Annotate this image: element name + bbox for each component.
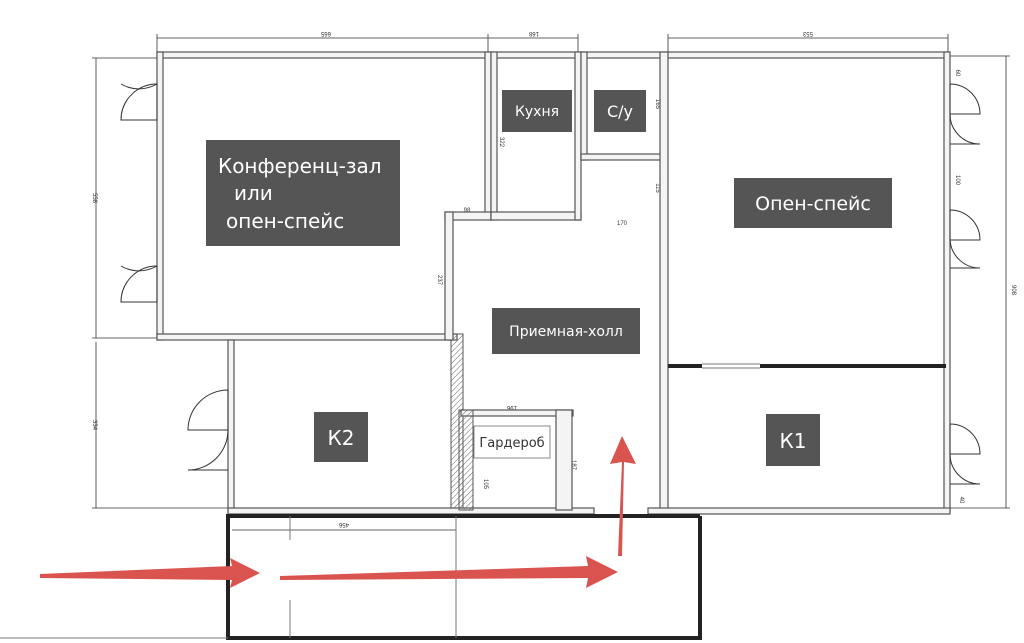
wc-label: С/у xyxy=(607,102,633,121)
reception-label-box xyxy=(492,308,640,354)
arrow-right-2 xyxy=(280,556,618,588)
dim-kitchen-h: 322 xyxy=(498,137,504,148)
kitchen-label: Кухня xyxy=(515,104,559,120)
dim-corr-h: 115 xyxy=(654,183,660,193)
partitions xyxy=(668,363,946,369)
wc-label-box xyxy=(594,90,646,132)
dim-left-lower: 334 xyxy=(91,420,97,431)
windows xyxy=(120,83,981,485)
k2-label: К2 xyxy=(328,426,355,450)
dim-right-total: 908 xyxy=(1010,285,1016,296)
conference-label-line1: Конференц-зал xyxy=(218,154,382,178)
arrow-right-1 xyxy=(40,558,260,588)
dim-top-mid: 168 xyxy=(528,30,539,36)
openspace-label-box xyxy=(734,178,892,228)
room-labels: Конференц-зал или опен-спейс Кухня С/у О… xyxy=(206,90,892,466)
dim-wardrobe-inner: 105 xyxy=(482,479,488,490)
dim-small-w: 98 xyxy=(464,208,471,214)
dim-corridor-w: 456 xyxy=(338,521,349,527)
k1-label-box xyxy=(766,414,820,466)
dim-top-right: 553 xyxy=(802,30,813,36)
k1-label: К1 xyxy=(780,429,807,453)
dim-hall-h: 237 xyxy=(436,275,442,286)
dim-right-seg1: 60 xyxy=(954,70,960,77)
openspace-label: Опен-спейс xyxy=(755,193,871,215)
dimension-lines xyxy=(92,34,1010,531)
conference-label-box xyxy=(206,140,400,246)
wardrobe-label-box xyxy=(473,425,551,459)
walls xyxy=(156,51,951,515)
route-arrows xyxy=(40,436,636,588)
dim-left-upper: 558 xyxy=(91,193,97,204)
k2-label-box xyxy=(314,412,368,462)
conference-label-line3: опен-спейс xyxy=(226,209,344,233)
dim-right-seg3: 40 xyxy=(958,497,964,504)
dimension-labels: 665 168 553 558 334 908 60 100 40 322 16… xyxy=(91,30,1016,527)
dim-wc-h: 165 xyxy=(654,99,660,110)
reception-label: Приемная-холл xyxy=(509,324,623,340)
dim-top-left: 665 xyxy=(320,30,331,36)
conference-label-line2: или xyxy=(234,181,273,205)
dim-right-seg2: 100 xyxy=(954,175,960,186)
wardrobe-label: Гардероб xyxy=(479,436,544,451)
kitchen-label-box xyxy=(502,90,572,132)
dim-corr-w: 170 xyxy=(617,221,628,227)
dim-wardrobe-w: 196 xyxy=(506,404,517,410)
dim-wardrobe-h: 187 xyxy=(570,460,576,471)
arrow-up xyxy=(610,436,636,556)
